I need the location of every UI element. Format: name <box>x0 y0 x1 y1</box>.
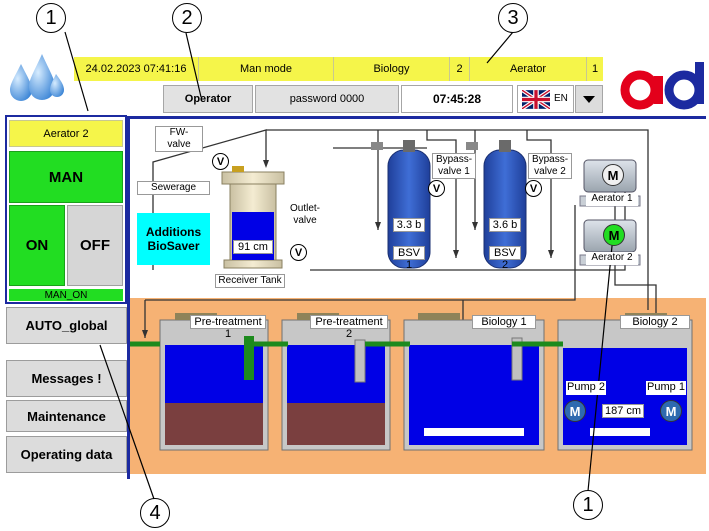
aerator1-label: Aerator 1 <box>586 193 638 206</box>
callout-4: 4 <box>140 498 170 528</box>
callout-1-top: 1 <box>36 3 66 33</box>
aerator2-motor-icon[interactable]: M <box>603 224 625 246</box>
messages-button[interactable]: Messages ! <box>6 360 127 397</box>
bsv2-pressure-readout: 3.6 b <box>489 218 521 232</box>
panel-title: Aerator 2 <box>9 120 123 147</box>
fw-valve-text: FW- valve <box>167 127 191 150</box>
sidebar-divider <box>127 116 130 479</box>
receiver-tank-label: Receiver Tank <box>215 274 285 288</box>
biology2-basin <box>557 313 693 451</box>
water-drops-logo <box>10 54 64 101</box>
device-number-field: 1 <box>587 57 603 81</box>
fw-valve-icon[interactable]: V <box>212 153 229 170</box>
operator-button[interactable]: Operator <box>163 85 253 113</box>
callout-2: 2 <box>172 3 202 33</box>
pretreatment2-label: Pre-treatment 2 <box>310 315 388 340</box>
language-dropdown-button[interactable] <box>575 85 603 113</box>
receiver-level-readout: 91 cm <box>233 240 273 254</box>
biology2-label: Biology 2 <box>620 315 690 329</box>
off-button[interactable]: OFF <box>67 205 123 286</box>
pump2-label: Pump 2 <box>566 381 606 395</box>
aerator2-label: Aerator 2 <box>586 252 638 265</box>
company-logo <box>620 62 704 110</box>
sewerage-label: Sewerage <box>137 181 210 195</box>
bypass-valve2-icon[interactable]: V <box>525 180 542 197</box>
bypass-valve1-label: Bypass- valve 1 <box>432 153 476 179</box>
pump1-label: Pump 1 <box>646 381 686 395</box>
header-divider <box>130 116 706 119</box>
additions-biosaver-button[interactable]: Additions BioSaver <box>137 213 210 265</box>
biology1-label: Biology 1 <box>472 315 536 329</box>
callout-1-bottom: 1 <box>573 490 603 520</box>
fw-valve-label: FW- valve <box>155 126 203 152</box>
pump2-motor-icon[interactable]: M <box>564 400 586 422</box>
area-field: Biology <box>334 57 450 81</box>
pretreatment1-label: Pre-treatment 1 <box>190 315 266 340</box>
outlet-valve-label: Outlet- valve <box>285 203 325 229</box>
chevron-down-icon <box>583 96 595 103</box>
auto-global-button[interactable]: AUTO_global <box>6 307 127 344</box>
biology2-level-readout: 187 cm <box>602 404 644 418</box>
bsv1-label: BSV 1 <box>393 246 425 271</box>
password-field[interactable]: password 0000 <box>255 85 399 113</box>
mode-field: Man mode <box>199 57 334 81</box>
pump1-motor-icon[interactable]: M <box>660 400 682 422</box>
outlet-valve-icon[interactable]: V <box>290 244 307 261</box>
datetime-field: 24.02.2023 07:41:16 <box>74 57 199 81</box>
outlet-valve-text: Outlet- valve <box>289 203 320 226</box>
maintenance-button[interactable]: Maintenance <box>6 400 127 432</box>
operating-data-button[interactable]: Operating data <box>6 436 127 473</box>
status-indicator: MAN_ON <box>9 289 123 301</box>
device-field: Aerator <box>470 57 587 81</box>
aerator1-motor-icon[interactable]: M <box>602 164 624 186</box>
man-button[interactable]: MAN <box>9 151 123 203</box>
pretreatment1-basin <box>159 313 269 451</box>
bypass-valve1-text: Bypass- valve 1 <box>435 154 473 177</box>
device-control-panel: Aerator 2 MAN ON OFF MAN_ON <box>5 115 127 304</box>
bypass-valve2-label: Bypass- valve 2 <box>528 153 572 179</box>
callout-3: 3 <box>498 3 528 33</box>
bsv1-pressure-readout: 3.3 b <box>393 218 425 232</box>
on-button[interactable]: ON <box>9 205 65 286</box>
biology1-basin <box>403 313 545 451</box>
clock-display: 07:45:28 <box>401 85 513 113</box>
bypass-valve2-text: Bypass- valve 2 <box>531 154 569 177</box>
pretreatment2-basin <box>281 313 391 451</box>
language-select[interactable]: EN <box>517 85 574 113</box>
uk-flag-icon <box>522 90 550 109</box>
language-label: EN <box>554 93 568 104</box>
bypass-valve1-icon[interactable]: V <box>428 180 445 197</box>
area-number-field: 2 <box>450 57 470 81</box>
bsv2-label: BSV 2 <box>489 246 521 271</box>
